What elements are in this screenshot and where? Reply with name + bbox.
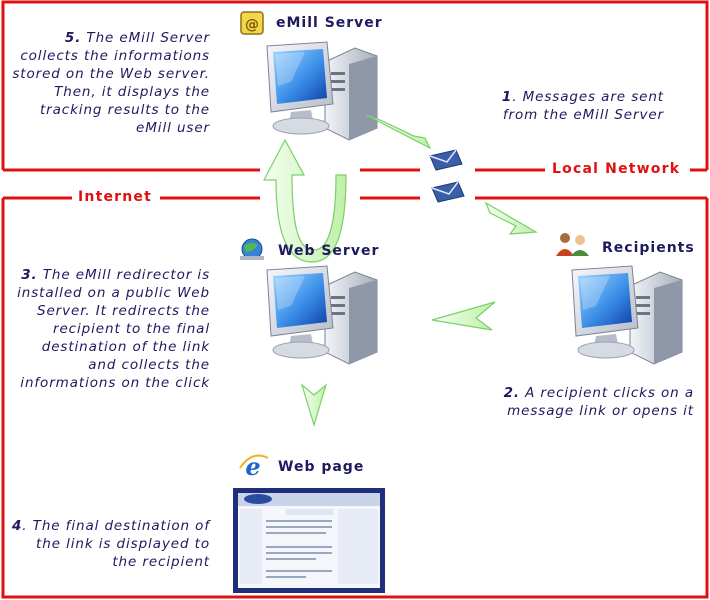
- step-number: 2.: [503, 385, 520, 401]
- arrow-send-bottom: [484, 201, 538, 235]
- emill-server-title: eMill Server: [276, 15, 383, 31]
- people-icon: [556, 233, 589, 256]
- internet-label: Internet: [72, 189, 159, 205]
- web-server-computer: [266, 265, 378, 365]
- recipients-title: Recipients: [602, 240, 695, 256]
- arrow-collect: [263, 138, 347, 263]
- step-text: The eMill Server collects the informatio…: [12, 30, 210, 136]
- emill-server-computer: [266, 41, 378, 141]
- globe-icon: [240, 238, 264, 260]
- step-number: 5.: [64, 30, 82, 46]
- step-3-note: 3. The eMill redirector is installed on …: [10, 266, 210, 392]
- arrow-click: [431, 301, 496, 331]
- step-text: . The final destination of the link is d…: [22, 518, 210, 570]
- step-number: 3.: [21, 267, 38, 283]
- arrow-redirect: [300, 383, 328, 428]
- recipient-computer: [571, 265, 683, 365]
- step-1-note: 1. Messages are sent from the eMill Serv…: [468, 88, 664, 124]
- step-text: . Messages are sent from the eMill Serve…: [502, 89, 664, 123]
- arrow-send-top: [365, 114, 432, 150]
- svg-text:@: @: [245, 17, 259, 33]
- envelope-icon: [429, 149, 463, 171]
- ie-logo-icon: e: [239, 452, 269, 481]
- web-page-title: Web page: [278, 459, 365, 475]
- step-number: 1: [501, 89, 513, 105]
- emill-logo-icon: @: [240, 11, 264, 35]
- web-page-thumbnail: [233, 488, 385, 593]
- step-text: A recipient clicks on a message link or …: [507, 385, 694, 419]
- step-number: 4: [12, 518, 23, 534]
- web-server-title: Web Server: [278, 243, 380, 259]
- step-2-note: 2. A recipient clicks on a message link …: [498, 384, 694, 420]
- step-text: The eMill redirector is installed on a p…: [17, 267, 210, 391]
- step-5-note: 5. The eMill Server collects the informa…: [12, 29, 210, 137]
- local-network-label: Local Network: [546, 161, 687, 177]
- envelope-icon: [431, 181, 465, 203]
- step-4-note: 4. The final destination of the link is …: [12, 517, 210, 571]
